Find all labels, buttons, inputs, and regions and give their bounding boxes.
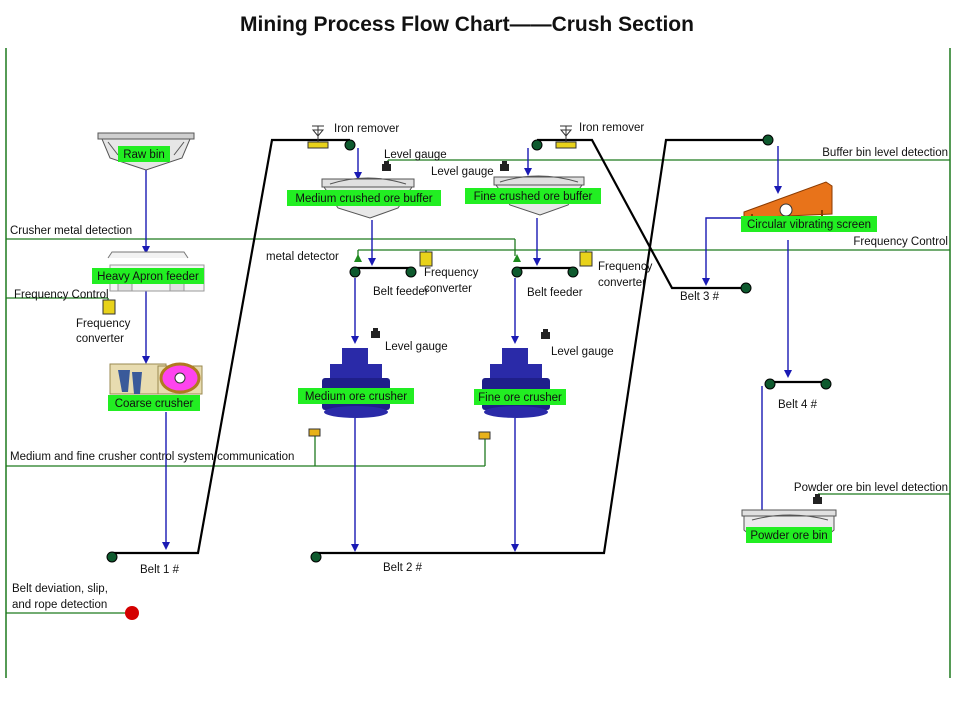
medium-crusher [322,348,390,418]
crusher-comm-label: Medium and fine crusher control system c… [10,451,294,463]
freq-conv-2-line2: converter [424,283,472,295]
metal-detector-label: metal detector [266,251,339,263]
iron-remover-2-icon [555,125,577,149]
frequency-control-left-label: Frequency Control [14,289,109,301]
metal-detector-icons [354,254,521,262]
signal-labels: Crusher metal detection Frequency Contro… [10,147,948,611]
belt-alarm-icon [125,606,139,620]
vibrating-screen-label: Circular vibrating screen [747,219,871,231]
flow-arrows [142,146,792,552]
belt-4-label: Belt 4 # [778,399,818,411]
belts [112,138,826,555]
freq-conv-1-line1: Frequency [76,318,131,330]
iron-remover-1-icon [307,125,329,149]
freq-conv-1-line2: converter [76,333,124,345]
equipment-labels: Raw bin Heavy Apron feeder Coarse crushe… [92,146,877,543]
medium-crusher-label: Medium ore crusher [305,391,407,403]
fine-crusher-label: Fine ore crusher [478,392,562,404]
crusher-metal-detection-label: Crusher metal detection [10,225,132,237]
pulleys [106,134,832,563]
fine-buffer-label: Fine crushed ore buffer [474,191,593,203]
belt-deviation-line1: Belt deviation, slip, [12,583,108,595]
freq-conv-3-line2: converter [598,277,646,289]
belt-deviation-line2: and rope detection [12,599,107,611]
level-gauge-1-label: Level gauge [384,149,447,161]
iron-remover-1-label: Iron remover [334,123,399,135]
belt-2-label: Belt 2 # [383,562,423,574]
raw-bin-label: Raw bin [123,149,165,161]
level-gauge-4-label: Level gauge [551,346,614,358]
level-gauge-2-label: Level gauge [431,166,494,178]
signal-lines [6,159,950,614]
level-gauge-3-label: Level gauge [385,341,448,353]
belt-1-label: Belt 1 # [140,564,180,576]
frequency-control-right-label: Frequency Control [853,236,948,248]
fine-crusher [482,348,550,418]
page-title: Mining Process Flow Chart——Crush Section [240,13,694,36]
coarse-crusher-label: Coarse crusher [115,398,194,410]
belt-1 [112,138,350,555]
comm-module-1-icon [308,428,321,437]
belt-2 [316,138,768,555]
comm-module-2-icon [478,431,491,440]
medium-buffer-label: Medium crushed ore buffer [295,193,432,205]
buffer-bin-level-label: Buffer bin level detection [822,147,948,159]
iron-remover-2-label: Iron remover [579,122,644,134]
coarse-crusher [109,362,203,395]
belt-3-label: Belt 3 # [680,291,720,303]
freq-conv-3-line1: Frequency [598,261,653,273]
powder-bin-label: Powder ore bin [750,530,827,542]
level-gauge-icons [371,161,822,504]
belt-feeder-1-label: Belt feeder [373,286,429,298]
apron-feeder-label: Heavy Apron feeder [97,271,199,283]
belt-3 [537,138,746,290]
powder-bin-level-label: Powder ore bin level detection [794,482,948,494]
frequency-converter-icons [102,251,593,315]
device-labels: Iron remover Iron remover Level gauge Le… [76,122,818,576]
freq-conv-2-line1: Frequency [424,267,479,279]
belt-feeder-2-label: Belt feeder [527,287,583,299]
